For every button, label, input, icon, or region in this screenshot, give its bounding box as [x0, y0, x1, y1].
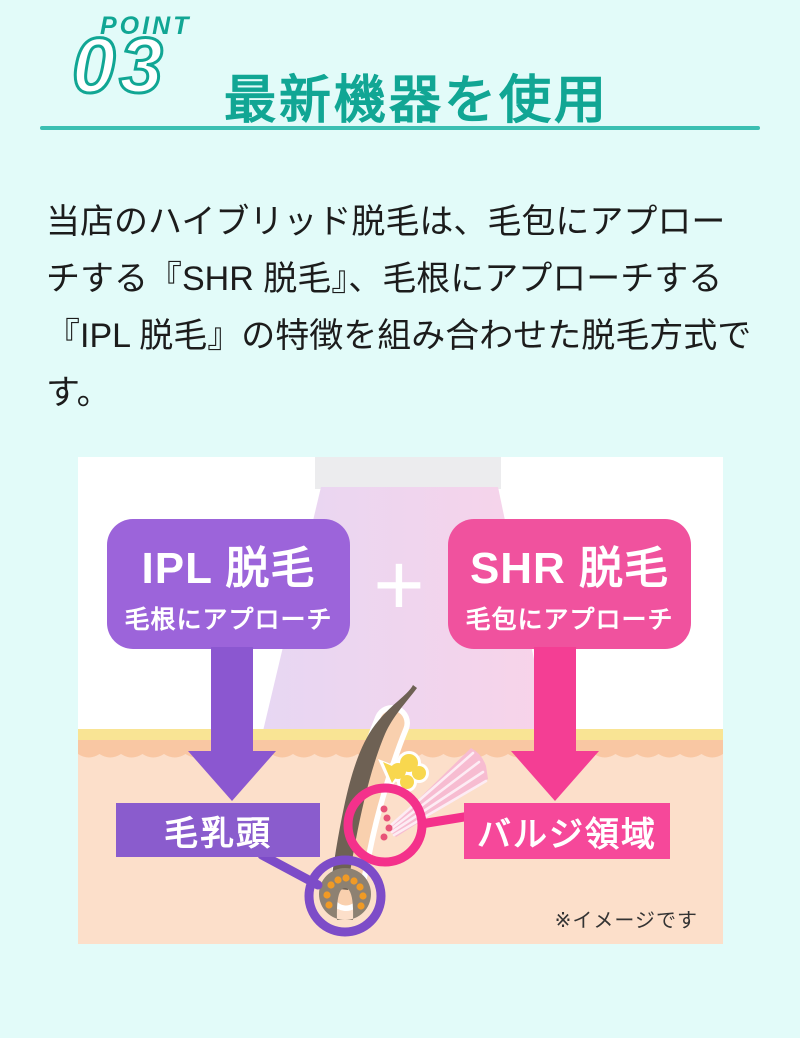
point-eyebrow: POINT [100, 12, 192, 40]
ipl-arrow-shaft [211, 647, 253, 752]
teal-divider [40, 126, 760, 130]
arrector-pili-muscle [388, 748, 488, 837]
sebaceous-gland-icon [378, 751, 429, 792]
ipl-subtitle: 毛根にアプローチ [124, 606, 333, 634]
ipl-arrow-head [188, 751, 276, 801]
shr-title: SHR 脱毛 [469, 544, 670, 593]
image-disclaimer-note: ※イメージです [554, 910, 698, 932]
illustration-card: + IPL 脱毛 毛根にアプローチ SHR 脱毛 毛包にアプローチ 毛乳頭 バル… [78, 457, 723, 944]
shr-method-box: SHR 脱毛 毛包にアプローチ [448, 519, 691, 649]
bulge-label: バルジ領域 [464, 803, 670, 859]
bulge-highlight-circle [343, 783, 427, 867]
page-title: 最新機器を使用 [224, 71, 610, 130]
plus-icon: + [373, 535, 425, 634]
bulge-connector-line [420, 811, 471, 829]
papilla-highlight-circle [304, 855, 386, 937]
papilla-label: 毛乳頭 [116, 803, 320, 857]
ipl-title: IPL 脱毛 [141, 544, 316, 593]
ipl-method-box: IPL 脱毛 毛根にアプローチ [107, 519, 350, 649]
intro-paragraph: 当店のハイブリッド脱毛は、毛包にアプローチする『SHR 脱毛』、毛根にアプローチ… [46, 203, 752, 412]
shr-arrow-shaft [534, 647, 576, 752]
shr-subtitle: 毛包にアプローチ [465, 606, 674, 634]
papilla-dots [323, 874, 367, 910]
shr-arrow-head [511, 751, 599, 801]
device-head [315, 457, 501, 489]
bulge-dots [380, 805, 393, 841]
point-number: 03 [71, 21, 167, 109]
